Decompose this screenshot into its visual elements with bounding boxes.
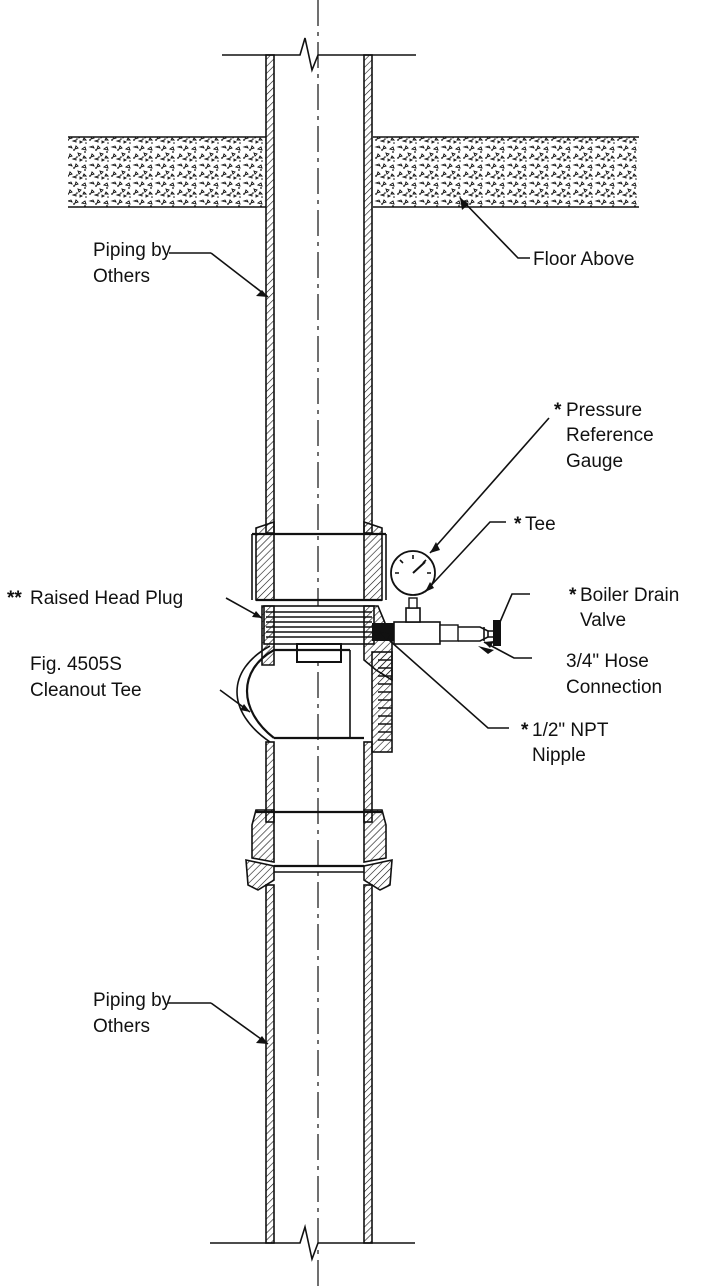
bottom-break-line bbox=[210, 1223, 415, 1262]
upper-coupling bbox=[251, 520, 387, 602]
label-piping-upper-line1: Piping by bbox=[93, 240, 172, 261]
leader-arrowheads bbox=[240, 198, 494, 1044]
lower-pipe bbox=[265, 884, 373, 1244]
upper-pipe bbox=[265, 54, 373, 534]
raised-head-plug bbox=[263, 605, 375, 663]
label-hose-connection-line2: Connection bbox=[566, 677, 662, 698]
nipple bbox=[372, 623, 394, 641]
label-npt-nipple-line2: Nipple bbox=[532, 745, 586, 766]
label-tee-star: * bbox=[514, 514, 522, 535]
label-piping-lower-line1: Piping by bbox=[93, 990, 172, 1011]
label-npt-nipple-star: * bbox=[521, 720, 529, 741]
label-raised-head-plug: Raised Head Plug bbox=[30, 588, 183, 609]
hose-thread bbox=[478, 646, 494, 654]
label-cleanout-tee-line2: Cleanout Tee bbox=[30, 680, 142, 701]
label-boiler-drain-line1: Boiler Drain bbox=[580, 585, 679, 606]
gauge-assembly bbox=[372, 550, 501, 654]
cleanout-tee-body bbox=[236, 605, 393, 823]
label-floor-above: Floor Above bbox=[533, 249, 634, 270]
label-cleanout-tee-line1: Fig. 4505S bbox=[30, 654, 122, 675]
floor-slab bbox=[68, 136, 639, 208]
label-raised-head-plug-star: ** bbox=[7, 588, 22, 609]
label-pressure-gauge-star: * bbox=[554, 400, 562, 421]
label-pressure-gauge-line1: Pressure bbox=[566, 400, 642, 421]
lower-coupling bbox=[245, 809, 393, 891]
label-hose-connection-line1: 3/4" Hose bbox=[566, 651, 649, 672]
label-boiler-drain-line2: Valve bbox=[580, 610, 626, 631]
label-pressure-gauge-line3: Gauge bbox=[566, 451, 623, 472]
label-boiler-drain-star: * bbox=[569, 585, 577, 606]
label-piping-lower-line2: Others bbox=[93, 1016, 150, 1037]
top-break-line bbox=[222, 37, 416, 73]
label-tee: Tee bbox=[525, 514, 556, 535]
label-pressure-gauge-line2: Reference bbox=[566, 425, 654, 446]
label-npt-nipple-line1: 1/2" NPT bbox=[532, 720, 609, 741]
label-piping-upper-line2: Others bbox=[93, 266, 150, 287]
